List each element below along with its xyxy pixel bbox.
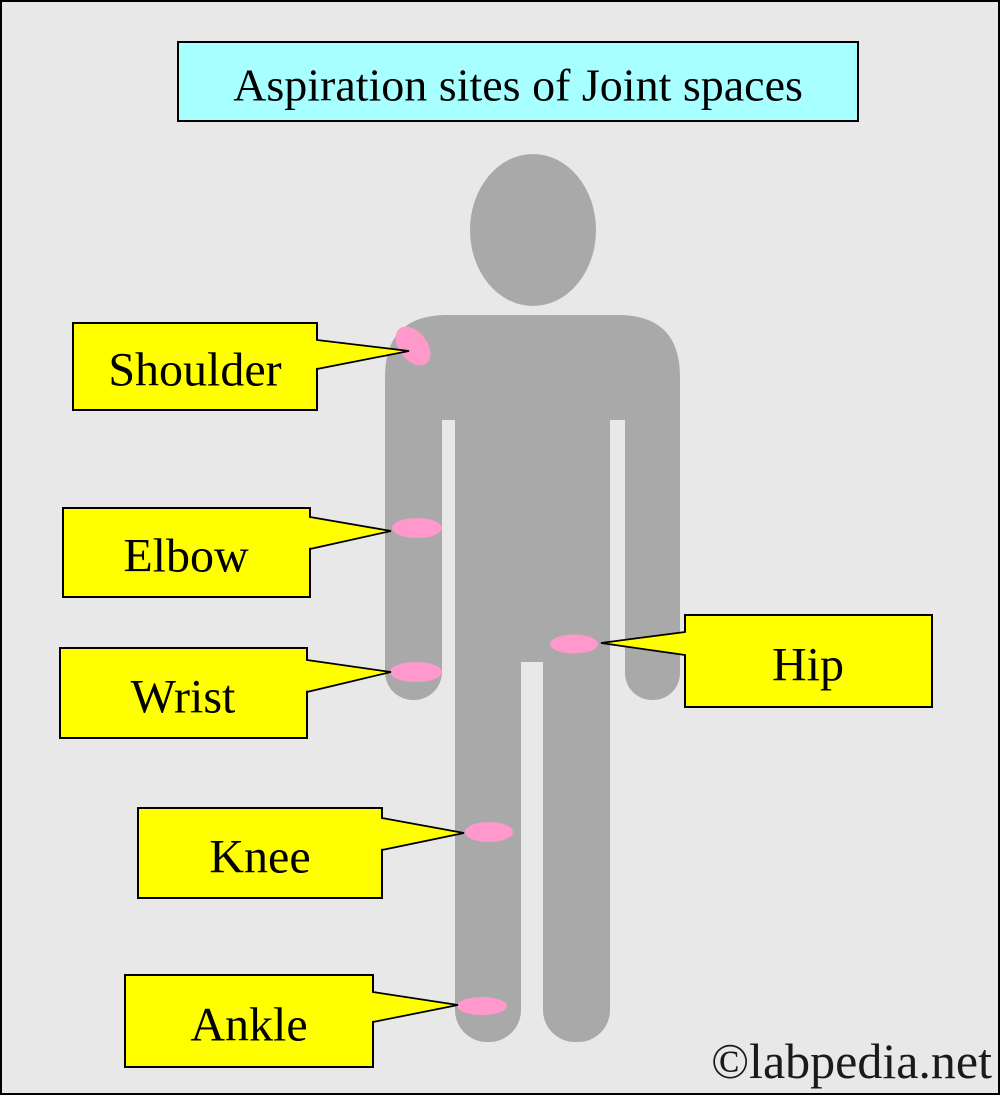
hip-pointer-outline [600,631,686,656]
elbow-label-box [62,507,311,598]
wrist-marker-icon [390,662,442,682]
wrist-pointer-outline [306,659,392,693]
hip-label-box [684,614,933,708]
callout-wrist: Wrist [59,647,392,739]
body-silhouette [385,154,680,1042]
ankle-label: Ankle [190,999,307,1052]
knee-pointer-outline [381,817,465,851]
right-leg [543,600,610,1042]
wrist-label: Wrist [131,671,236,724]
hip-marker-icon [550,634,598,654]
title-box-rect [177,41,859,122]
elbow-marker-icon [392,518,442,538]
head [470,154,596,306]
elbow-label: Elbow [123,530,249,583]
elbow-pointer-outline [309,516,392,550]
shoulder-label-box [72,322,318,411]
left-leg [455,600,521,1042]
callout-shoulder: Shoulder [72,322,410,411]
ankle-pointer [367,992,458,1022]
joint-markers [390,326,598,1015]
knee-label: Knee [209,831,310,884]
wrist-pointer [301,660,391,692]
knee-pointer [376,818,464,850]
elbow-pointer [304,517,391,549]
right-arm [625,360,680,700]
knee-label-box [137,807,383,899]
watermark: ©labpedia.net [711,1033,992,1089]
page-title: Aspiration sites of Joint spaces [233,60,803,111]
callout-elbow: Elbow [62,507,392,598]
wrist-label-box [59,647,308,739]
knee-marker-icon [465,822,513,842]
ankle-label-box [124,974,374,1068]
ankle-pointer-outline [372,991,459,1023]
shoulder-pointer [311,340,409,369]
hip-label: Hip [772,639,844,692]
shoulder-marker-icon [395,326,431,366]
hip-pointer [601,632,691,655]
callout-knee: Knee [137,807,465,899]
callout-ankle: Ankle [124,974,459,1068]
shoulder-label: Shoulder [108,344,281,397]
shoulder-pointer-outline [316,339,410,370]
callout-hip: Hip [600,614,933,708]
ankle-marker-icon [457,997,507,1015]
title-box: Aspiration sites of Joint spaces [177,41,859,122]
